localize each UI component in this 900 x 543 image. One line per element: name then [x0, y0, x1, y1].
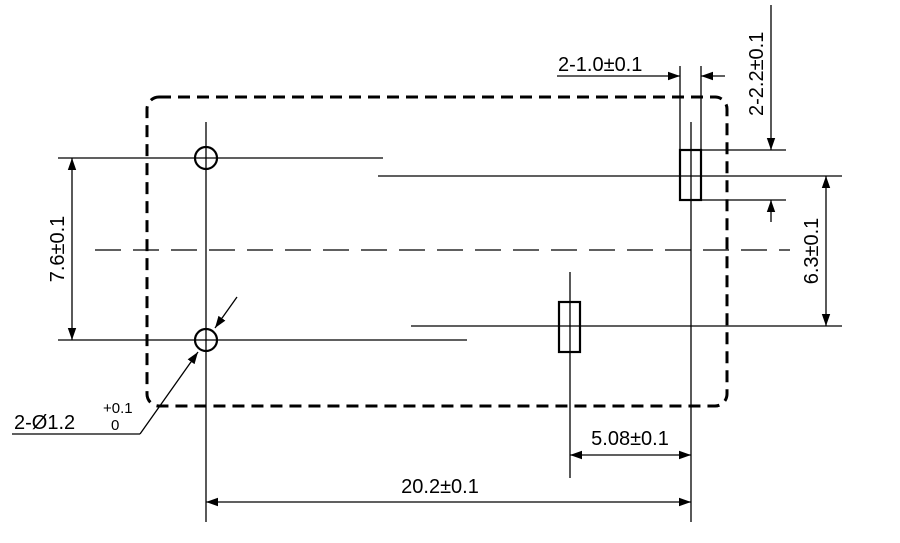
- dim-hole-diameter-leader: [139, 351, 199, 435]
- dim-overall-length-label: 20.2±0.1: [401, 476, 479, 498]
- dim-hole-pitch-label: 7.6±0.1: [47, 216, 69, 283]
- dim-slot-width-label: 2-1.0±0.1: [558, 54, 642, 76]
- component-outline: [145, 95, 729, 408]
- dim-hole-diameter-arrow-upper: [214, 296, 238, 329]
- dim-hole-tol-minus: 0: [111, 417, 119, 434]
- dim-slot-offset-label: 5.08±0.1: [591, 428, 669, 450]
- dim-slot-pitch-label: 6.3±0.1: [801, 218, 823, 285]
- dim-slot-height-label: 2-2.2±0.1: [746, 32, 768, 116]
- dim-hole-tol-plus: +0.1: [103, 400, 133, 417]
- dim-hole-diameter-label: 2-Ø1.2: [14, 412, 75, 434]
